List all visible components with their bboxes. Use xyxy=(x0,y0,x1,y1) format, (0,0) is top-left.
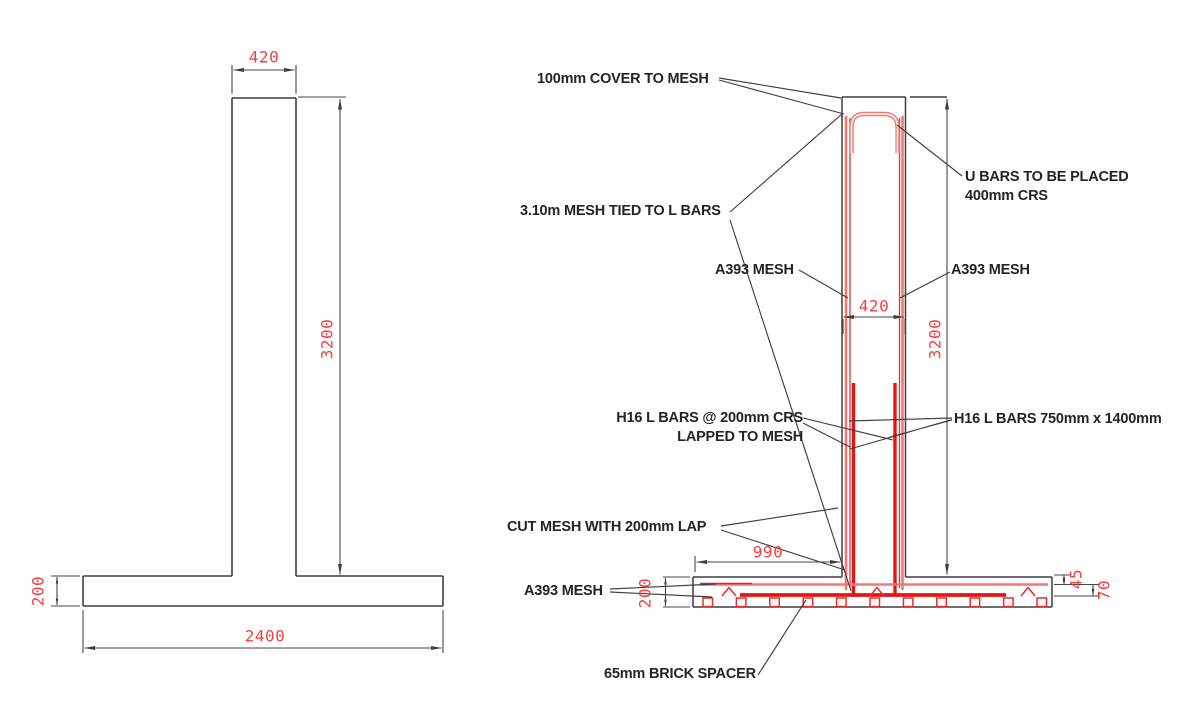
u-bar-core xyxy=(850,113,899,153)
dim-right-stem-width: 420 xyxy=(858,296,890,316)
annotation-h16-left-line2: LAPPED TO MESH xyxy=(677,429,803,445)
left-elevation-outline xyxy=(82,97,444,607)
dim-right-toe-width: 990 xyxy=(752,542,784,562)
annotation-a393-mesh-left: A393 MESH xyxy=(715,262,794,278)
right-section-reinforcement xyxy=(700,111,1048,608)
leader-lines xyxy=(609,77,963,676)
brick-spacers xyxy=(702,597,1048,608)
annotation-a393-mesh-bottom: A393 MESH xyxy=(524,583,603,599)
annotation-u-bars: U BARS TO BE PLACED 400mm CRS xyxy=(965,168,1129,206)
annotation-mesh-tied: 3.10m MESH TIED TO L BARS xyxy=(520,203,721,219)
annotation-a393-mesh-right: A393 MESH xyxy=(951,262,1030,278)
annotation-h16-l-bars-left: H16 L BARS @ 200mm CRS LAPPED TO MESH xyxy=(563,409,803,447)
annotation-brick-spacer: 65mm BRICK SPACER xyxy=(604,666,756,682)
dim-right-mesh-top-cover: 45 xyxy=(1066,568,1086,590)
mesh-chairs xyxy=(721,586,1036,597)
annotation-u-bars-line1: U BARS TO BE PLACED xyxy=(965,169,1129,185)
annotation-cut-mesh: CUT MESH WITH 200mm LAP xyxy=(507,519,707,535)
right-section-outline xyxy=(692,96,1053,608)
dim-left-base-thickness: 200 xyxy=(28,575,48,607)
annotation-h16-l-bars-right: H16 L BARS 750mm x 1400mm xyxy=(954,411,1162,427)
annotation-u-bars-line2: 400mm CRS xyxy=(965,188,1048,204)
dim-right-base-thickness: 200 xyxy=(635,577,655,609)
dim-left-stem-width: 420 xyxy=(248,47,280,67)
dim-right-mesh-bottom-cover: 70 xyxy=(1094,579,1114,601)
dim-left-wall-height: 3200 xyxy=(317,318,337,360)
dim-left-base-width: 2400 xyxy=(244,626,286,646)
right-section-dimensions xyxy=(663,98,1100,608)
annotation-h16-left-line1: H16 L BARS @ 200mm CRS xyxy=(616,410,803,426)
left-elevation-dimensions xyxy=(51,65,444,653)
dim-right-wall-height: 3200 xyxy=(925,318,945,360)
annotation-cover-to-mesh: 100mm COVER TO MESH xyxy=(537,71,709,87)
u-bar xyxy=(849,111,900,153)
